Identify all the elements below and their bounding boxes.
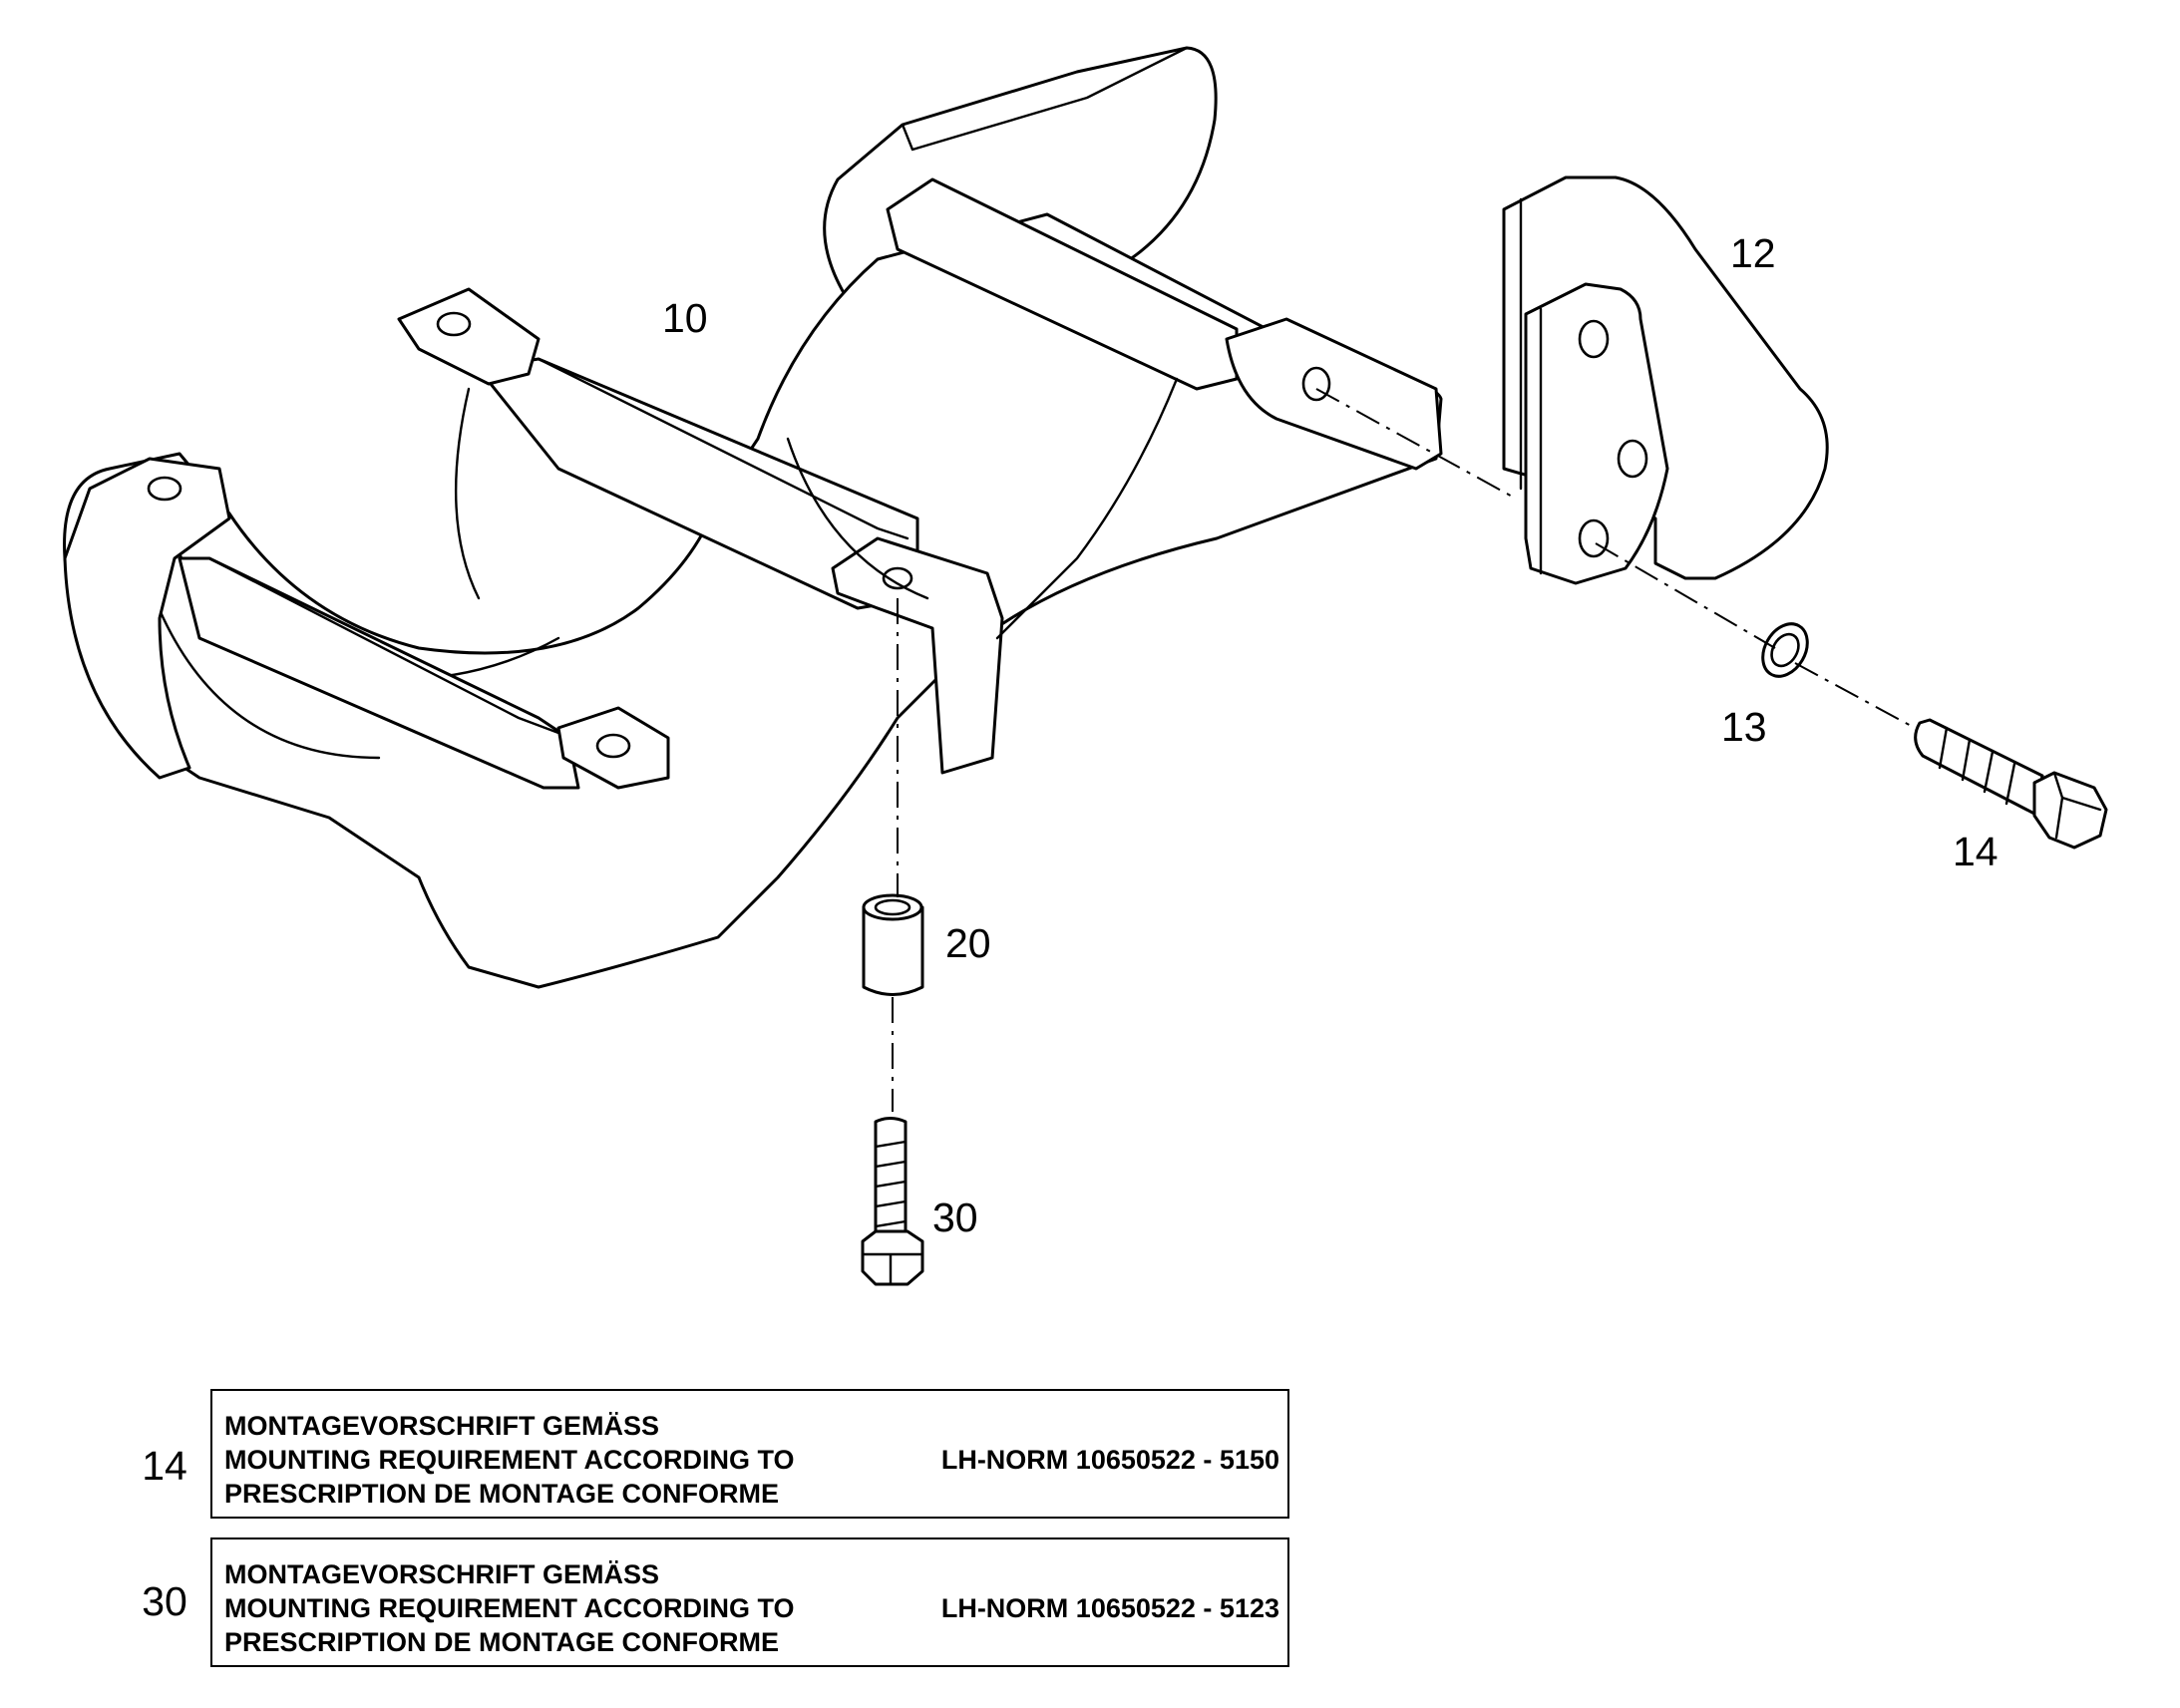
- callout-13: 13: [1721, 704, 1767, 750]
- note-item-number: 14: [142, 1443, 187, 1489]
- sleeve-part-20: [862, 893, 924, 996]
- note-line-de: MONTAGEVORSCHRIFT GEMÄSS: [224, 1559, 660, 1589]
- note-text: MONTAGEVORSCHRIFT GEMÄSS MOUNTING REQUIR…: [224, 1557, 795, 1659]
- plate-part-12: [1502, 175, 1829, 585]
- mounting-note-30: 30 MONTAGEVORSCHRIFT GEMÄSS MOUNTING REQ…: [0, 1537, 1296, 1677]
- note-item-number: 30: [142, 1578, 187, 1624]
- note-norm-reference: LH-NORM 10650522 - 5150: [940, 1445, 1279, 1475]
- note-line-en: MOUNTING REQUIREMENT ACCORDING TO: [224, 1593, 795, 1623]
- callout-12: 12: [1730, 230, 1776, 276]
- note-norm-reference: LH-NORM 10650522 - 5123: [940, 1593, 1279, 1623]
- callout-14: 14: [1953, 829, 1998, 874]
- note-line-en: MOUNTING REQUIREMENT ACCORDING TO: [224, 1445, 795, 1475]
- bracket-part-10: [63, 46, 1443, 989]
- mounting-note-14: 14 MONTAGEVORSCHRIFT GEMÄSS MOUNTING REQ…: [0, 1389, 1296, 1529]
- note-box: MONTAGEVORSCHRIFT GEMÄSS MOUNTING REQUIR…: [210, 1389, 1289, 1519]
- note-box: MONTAGEVORSCHRIFT GEMÄSS MOUNTING REQUIR…: [210, 1537, 1289, 1667]
- assembly-axes: [892, 388, 1916, 1112]
- callout-30: 30: [932, 1195, 978, 1240]
- washer-part-13: [1761, 622, 1809, 678]
- callout-10: 10: [662, 295, 708, 341]
- bolt-part-14: [1914, 718, 2108, 850]
- note-line-de: MONTAGEVORSCHRIFT GEMÄSS: [224, 1411, 660, 1441]
- note-text: MONTAGEVORSCHRIFT GEMÄSS MOUNTING REQUIR…: [224, 1409, 795, 1511]
- note-line-fr: PRESCRIPTION DE MONTAGE CONFORME: [224, 1479, 780, 1509]
- callout-20: 20: [945, 920, 991, 966]
- bolt-part-30: [861, 1117, 924, 1286]
- note-line-fr: PRESCRIPTION DE MONTAGE CONFORME: [224, 1627, 780, 1657]
